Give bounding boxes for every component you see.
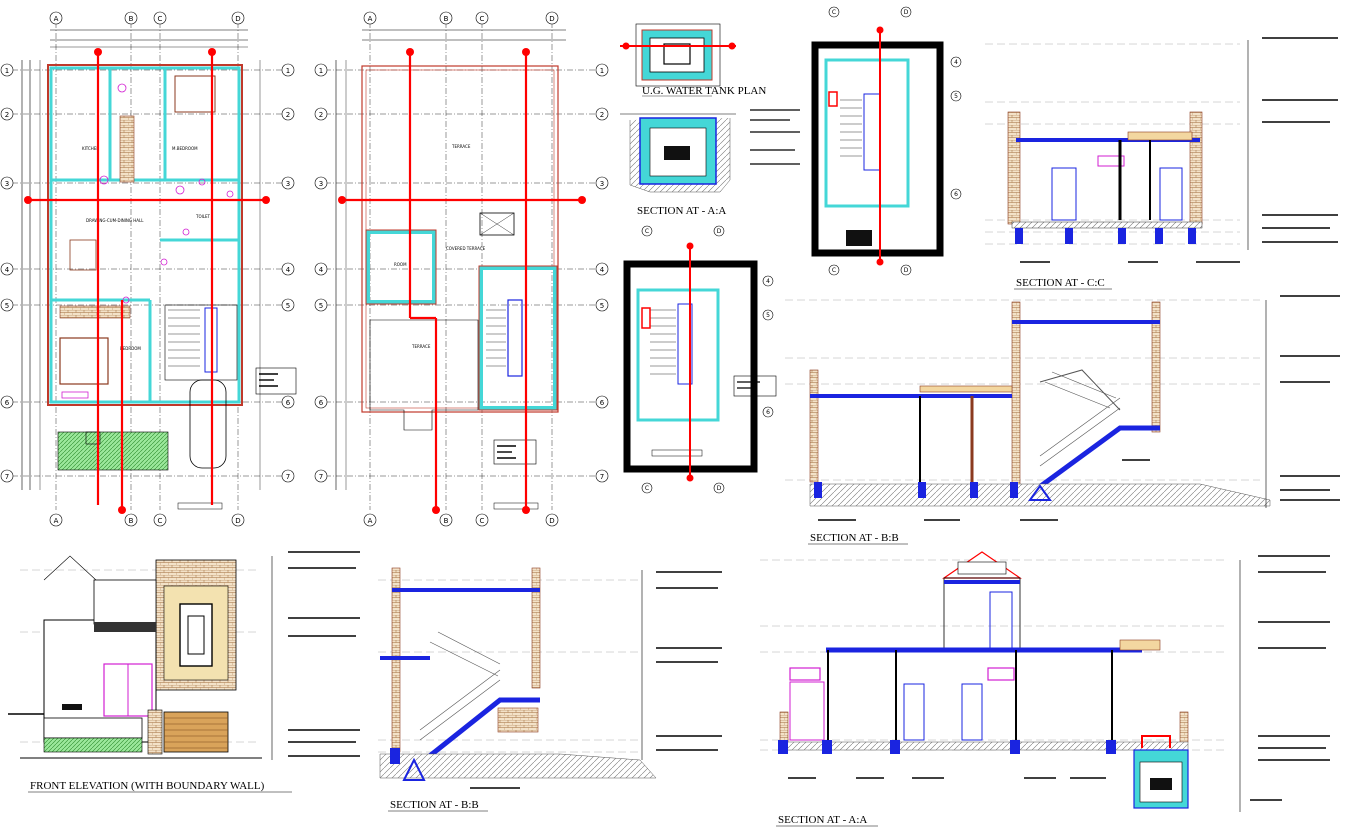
section-aa-large-title: SECTION AT - A:A <box>778 814 867 826</box>
grid-col-d: D <box>235 517 240 525</box>
grid-col-b: B <box>444 15 449 23</box>
grid-row-2: 2 <box>319 111 323 119</box>
grid-col-a: A <box>54 15 59 23</box>
grid-row-6: 6 <box>954 191 958 198</box>
grid-col-c: C <box>832 9 836 16</box>
section-bb-small-title: SECTION AT - B:B <box>390 799 479 811</box>
grid-row-5: 5 <box>286 302 290 310</box>
grid-row-4: 4 <box>954 59 958 66</box>
grid-row-5: 5 <box>766 312 770 319</box>
grid-row-6: 6 <box>286 399 291 407</box>
grid-row-3: 3 <box>319 180 323 188</box>
grid-row-4: 4 <box>286 266 291 274</box>
grid-col-c: C <box>158 517 163 525</box>
front-elevation: FRONT ELEVATION (WITH BOUNDARY WALL) <box>8 551 360 793</box>
covered-terrace-label: COVERED TERRACE <box>446 246 486 251</box>
grid-col-c: C <box>645 228 649 235</box>
grid-row-1: 1 <box>5 67 9 75</box>
grid-row-3: 3 <box>5 180 9 188</box>
grid-col-b: B <box>129 517 134 525</box>
section-cc: SECTION AT - C:C <box>985 37 1338 290</box>
section-aa-large: SECTION AT - A:A <box>760 551 1330 827</box>
kitchen-label: KITCHEN <box>82 146 99 151</box>
grid-col-d: D <box>235 15 240 23</box>
grid-row-5: 5 <box>319 302 323 310</box>
grid-row-4: 4 <box>5 266 10 274</box>
section-cc-title: SECTION AT - C:C <box>1016 277 1105 289</box>
grid-row-3: 3 <box>600 180 604 188</box>
grid-col-a: A <box>368 15 373 23</box>
water-tank-plan: U.G. WATER TANK PLAN <box>620 23 766 97</box>
grid-row-7: 7 <box>5 473 9 481</box>
grid-col-d: D <box>904 267 909 274</box>
grid-row-6: 6 <box>600 399 605 407</box>
grid-row-6: 6 <box>5 399 10 407</box>
grid-col-c: C <box>158 15 163 23</box>
grid-row-4: 4 <box>319 266 324 274</box>
section-bb-large: SECTION AT - B:B <box>785 295 1340 545</box>
terrace-top-label: TERRACE <box>451 144 471 149</box>
stair-plan-lower: C D C D 4 5 6 <box>623 225 777 494</box>
tank-section-title: SECTION AT - A:A <box>637 205 726 217</box>
drawing-label: DRAWING-CUM-DINING HALL <box>86 218 144 223</box>
grid-col-b: B <box>129 15 134 23</box>
grid-col-c: C <box>645 485 649 492</box>
grid-row-4: 4 <box>600 266 605 274</box>
stair-plan-upper: C D C D 4 5 6 <box>811 6 962 276</box>
grid-col-b: B <box>444 517 449 525</box>
grid-row-5: 5 <box>600 302 604 310</box>
section-bb-large-title: SECTION AT - B:B <box>810 532 899 544</box>
toilet-label: TOILET <box>195 214 211 219</box>
grid-row-7: 7 <box>286 473 290 481</box>
grid-col-d: D <box>717 485 722 492</box>
grid-col-c: C <box>480 517 485 525</box>
grid-col-a: A <box>368 517 373 525</box>
grid-row-4: 4 <box>766 278 770 285</box>
grid-col-c: C <box>832 267 836 274</box>
grid-row-6: 6 <box>319 399 324 407</box>
grid-row-5: 5 <box>5 302 9 310</box>
grid-row-2: 2 <box>600 111 604 119</box>
grid-col-d: D <box>549 15 554 23</box>
tank-section-aa: SECTION AT - A:A <box>620 109 800 217</box>
room-label: ROOM <box>394 262 407 267</box>
grid-row-1: 1 <box>319 67 323 75</box>
grid-row-1: 1 <box>286 67 290 75</box>
grid-row-6: 6 <box>766 409 770 416</box>
grid-col-d: D <box>904 9 909 16</box>
grid-col-a: A <box>54 517 59 525</box>
first-floor-plan: TERRACE COVERED TERRACE ROOM TERRACE A <box>314 11 609 527</box>
grid-row-5: 5 <box>954 93 958 100</box>
m-bedroom-label: M.BEDROOM <box>172 146 198 151</box>
front-elevation-title: FRONT ELEVATION (WITH BOUNDARY WALL) <box>30 780 265 792</box>
grid-row-7: 7 <box>600 473 604 481</box>
section-bb-small: SECTION AT - B:B <box>378 567 722 812</box>
grid-row-1: 1 <box>600 67 604 75</box>
ground-floor-plan: KITCHEN M.BEDROOM DRAWING-CUM-DINING HAL… <box>0 11 297 527</box>
tank-plan-title: U.G. WATER TANK PLAN <box>642 85 766 97</box>
grid-col-d: D <box>549 517 554 525</box>
terrace-bottom-label: TERRACE <box>411 344 431 349</box>
grid-row-2: 2 <box>286 111 290 119</box>
bedroom-label: BEDROOM <box>120 346 141 351</box>
grid-col-c: C <box>480 15 485 23</box>
grid-row-7: 7 <box>319 473 323 481</box>
grid-row-3: 3 <box>286 180 290 188</box>
grid-row-2: 2 <box>5 111 9 119</box>
grid-col-d: D <box>717 228 722 235</box>
